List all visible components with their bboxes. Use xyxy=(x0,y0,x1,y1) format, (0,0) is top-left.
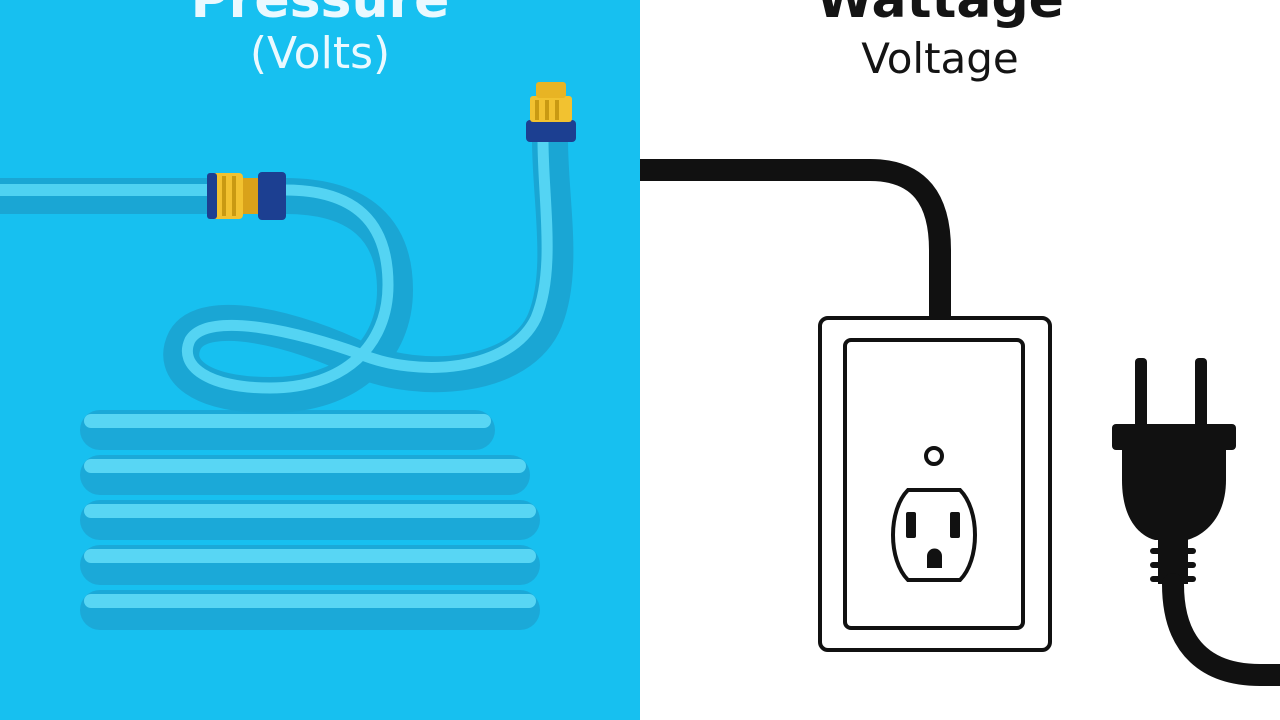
volts-subtitle: (Volts) xyxy=(249,28,391,79)
wall-outlet-icon xyxy=(818,316,1052,652)
power-cord-icon xyxy=(640,159,951,329)
electric-plug-icon xyxy=(1112,358,1280,686)
electric-diagram xyxy=(640,159,1280,686)
water-analogy-panel: Pressure (Volts) xyxy=(0,0,640,720)
hose-body xyxy=(0,122,574,413)
hose-nozzle-icon xyxy=(526,82,576,142)
hose-coil xyxy=(80,410,540,630)
pressure-title: Pressure xyxy=(190,0,450,30)
garden-hose-icon xyxy=(0,82,576,630)
hose-coupling-icon xyxy=(207,172,286,220)
electric-analogy-panel: Wattage Voltage xyxy=(640,0,1280,720)
